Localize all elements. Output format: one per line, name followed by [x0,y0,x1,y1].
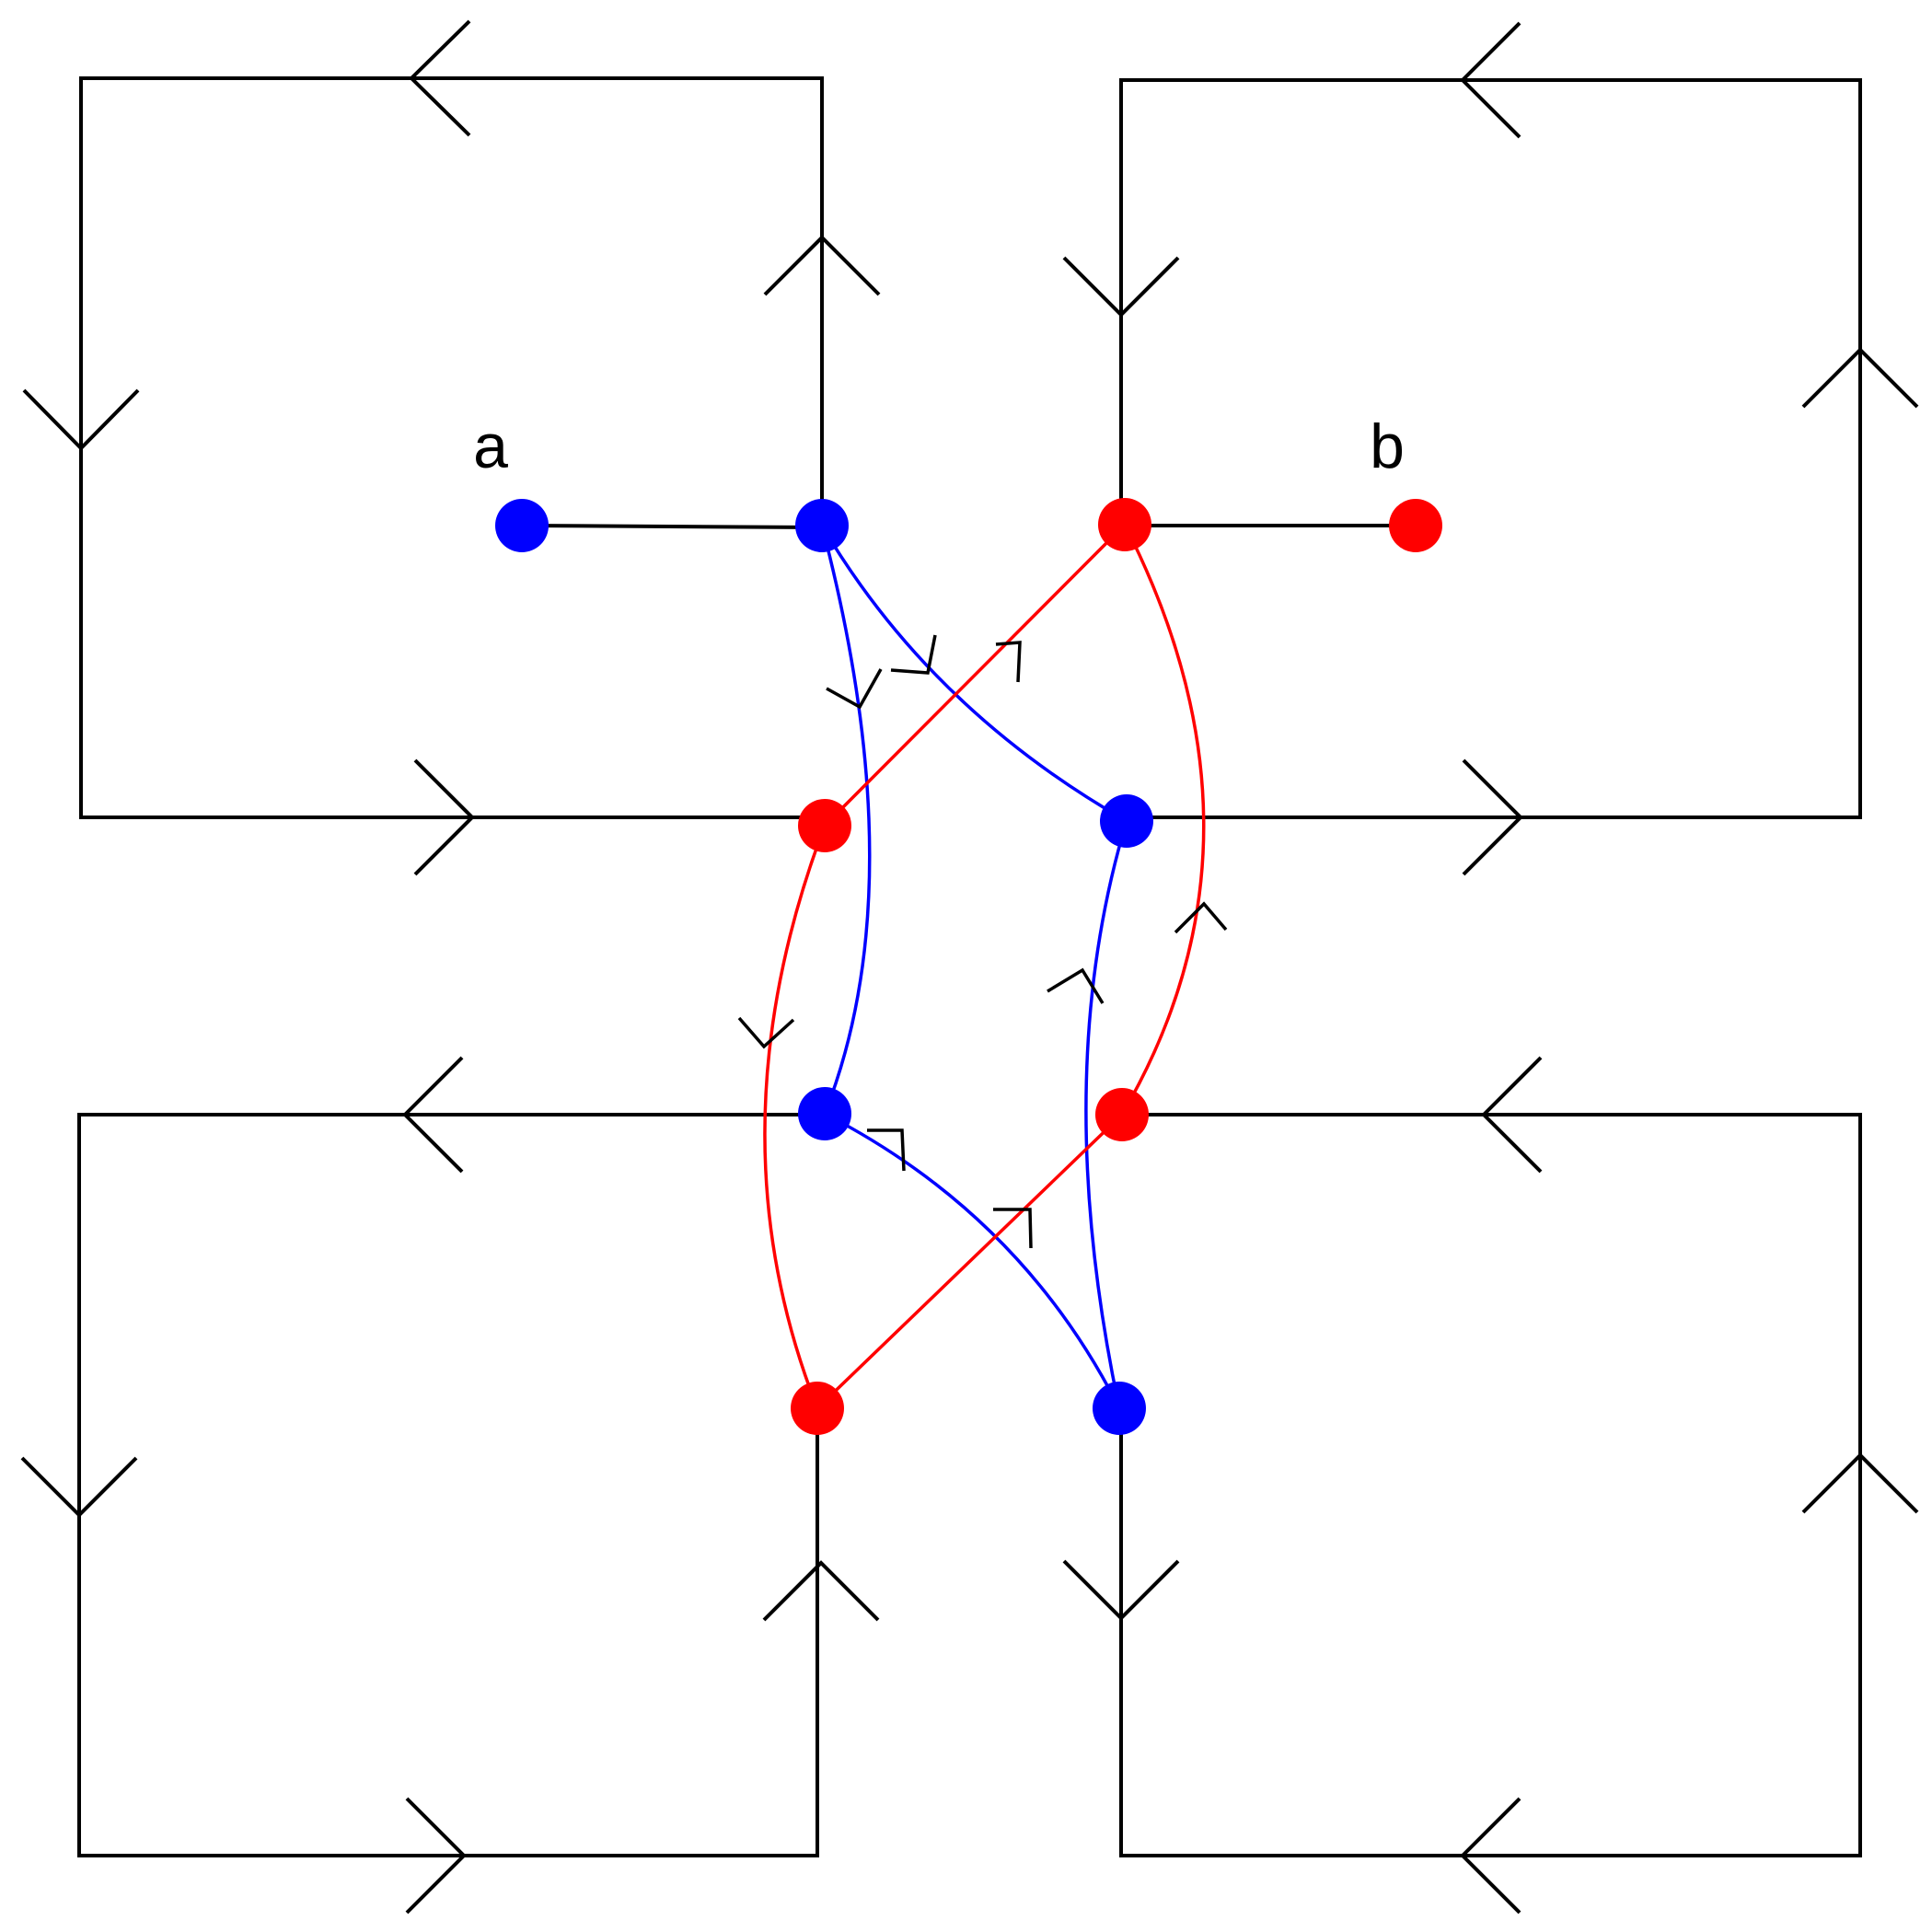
arrow-br-left [1062,1559,1180,1621]
arrow-bl-left [20,1456,138,1518]
arrow-blue-2 [890,634,937,675]
blue-strand-2 [820,525,1128,823]
node-a [495,499,549,552]
arrow-br-right [1801,1452,1919,1514]
arrow-br-top [1481,1056,1543,1174]
node-blue-3 [798,1087,851,1140]
node-blue-4 [1093,1382,1146,1435]
arrow-bl-bottom [405,1797,467,1915]
node-blue-1 [795,499,849,552]
red-strand-1 [823,523,1127,827]
connector-a [521,524,823,529]
frame-top-left [79,76,827,819]
arrow-tl-top [409,19,471,137]
arrow-tl-right [763,235,881,296]
label-a: a [473,411,508,481]
red-strand-2 [1120,524,1206,1116]
label-b: b [1370,411,1405,481]
node-red-4 [791,1382,844,1435]
node-red-2 [798,799,851,852]
arrow-blue-1 [826,668,883,710]
arrow-blue-4 [867,1128,906,1172]
frame-bottom-right [1119,1113,1862,1857]
arrow-red-1 [995,641,1022,683]
node-red-1 [1098,498,1151,551]
arrow-tr-right [1801,347,1919,409]
arrow-tr-bottom [1462,758,1523,876]
arrow-tr-left [1062,256,1180,318]
node-blue-2 [1100,794,1153,848]
arrow-br-bottom [1460,1797,1521,1915]
blue-strand-4 [824,1112,1121,1409]
frame-bottom-left [77,1113,823,1857]
frame-top-right [1119,78,1862,819]
arrow-red-2 [1174,901,1228,934]
arrow-blue-3 [1047,967,1105,1004]
arrow-red-3 [737,1016,795,1049]
node-b [1389,499,1442,552]
blue-strand-3 [1084,820,1128,1409]
red-strand-4 [816,1113,1124,1410]
arrow-tl-left [22,388,140,451]
arrow-bl-top [402,1056,464,1174]
arrow-red-4 [993,1208,1033,1249]
arrow-bl-right [762,1560,880,1622]
arrow-tl-bottom [413,758,475,876]
node-red-3 [1095,1088,1149,1141]
red-strand-3 [763,825,827,1409]
blue-strand-1 [820,525,872,1115]
arrow-tr-top [1460,21,1521,139]
